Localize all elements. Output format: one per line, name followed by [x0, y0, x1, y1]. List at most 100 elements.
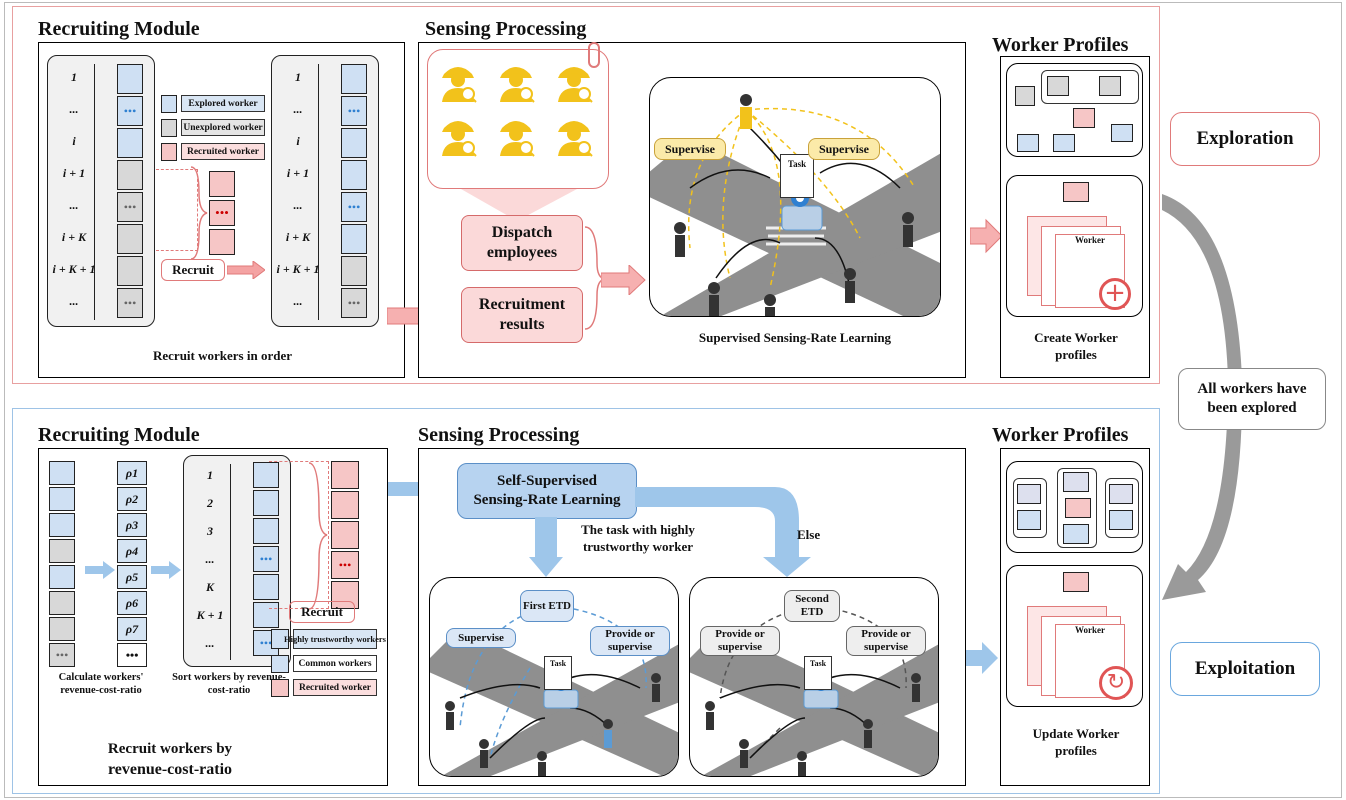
rank-label: ... — [69, 102, 79, 116]
unexplored-legend-icon — [161, 119, 177, 137]
worker-cell — [49, 617, 75, 641]
worker-cell — [341, 224, 367, 254]
bottom-recruiting-caption-2: revenue-cost-ratio — [107, 761, 233, 778]
common-legend-icon — [271, 655, 289, 673]
worker-cell — [253, 602, 279, 628]
self-supervised-learning: Self-Supervised Sensing-Rate Learning — [457, 463, 637, 519]
rho-cell: ρ6 — [117, 591, 147, 615]
legend-unexplored: Unexplored worker — [181, 119, 265, 136]
top-recruiting-panel: 1... i i + 1... i + K i + K + 1... ••• ••• •••… — [38, 42, 405, 378]
rank-label: i — [296, 134, 300, 148]
rank-label: ... — [293, 102, 303, 116]
provide-or-supervise-1: Provide or supervise — [590, 626, 670, 656]
worker-cell: ••• — [49, 643, 75, 667]
task-document-1: Task — [544, 656, 572, 690]
bottom-profiles-title: Worker Profiles — [992, 424, 1129, 446]
worker-cell — [331, 461, 359, 489]
rank-label: 1 — [71, 70, 77, 84]
rank-label: 2 — [207, 496, 213, 510]
bottom-profiles-panel: Worker ↻ Update Worker profiles — [1000, 448, 1150, 786]
rank-label: 1 — [295, 70, 301, 84]
arrow-to-profiles-bottom — [966, 642, 998, 674]
employee-icon — [554, 60, 594, 104]
recruited-legend-icon-bottom — [271, 679, 289, 697]
rho-cell: ρ7 — [117, 617, 147, 641]
worker-cell — [49, 539, 75, 563]
rank-label: ... — [205, 552, 215, 566]
rank-label: 1 — [207, 468, 213, 482]
rho-cell: ρ3 — [117, 513, 147, 537]
rho-cell: ρ5 — [117, 565, 147, 589]
supervised-scene: Task Supervise Supervise — [649, 77, 941, 317]
worker-cell — [253, 462, 279, 488]
paperclip-icon — [588, 42, 600, 68]
second-etd-scene: Task Second ETD Provide or supervise Pro… — [689, 577, 939, 777]
worker-cell — [341, 160, 367, 190]
employees-group — [427, 42, 609, 189]
rank-label: ... — [293, 294, 303, 308]
worker-cell — [49, 565, 75, 589]
employee-icon — [496, 114, 536, 158]
dispatch-employees: Dispatch employees — [461, 215, 583, 271]
top-profiles-title: Worker Profiles — [992, 34, 1129, 56]
legend-recruited-bottom: Recruited worker — [293, 679, 377, 696]
supervise-bottom: Supervise — [446, 628, 516, 648]
supervise-left: Supervise — [654, 138, 726, 160]
worker-cell — [49, 461, 75, 485]
explored-legend-icon — [161, 95, 177, 113]
supervise-right: Supervise — [808, 138, 880, 160]
rank-label: ... — [293, 198, 303, 212]
worker-cell — [331, 521, 359, 549]
worker-cell — [117, 160, 143, 190]
recruit-tag: Recruit — [161, 259, 225, 281]
legend-trustworthy: Highly trustworthy workers — [284, 629, 386, 649]
calc-caption: Calculate workers' revenue-cost-ratio — [58, 672, 144, 696]
second-etd: Second ETD — [784, 590, 840, 622]
worker-cell — [117, 128, 143, 158]
rank-label: i — [72, 134, 76, 148]
worker-cell — [117, 256, 143, 286]
bottom-sensing-panel: Self-Supervised Sensing-Rate Learning Th… — [418, 448, 966, 786]
worker-cell: ••• — [341, 192, 367, 222]
rho-cell: ••• — [117, 643, 147, 667]
sort-caption: Sort workers by revenue-cost-ratio — [172, 672, 286, 696]
employee-icon — [438, 60, 478, 104]
bottom-recruiting-title: Recruiting Module — [38, 424, 200, 446]
top-profiles-panel: Worker + Create Worker profiles — [1000, 56, 1150, 378]
rho-cell: ρ1 — [117, 461, 147, 485]
rank-label: i + 1 — [286, 166, 310, 180]
rho-cell: ρ2 — [117, 487, 147, 511]
worker-cell — [49, 513, 75, 537]
worker-card-stack: Worker + — [1006, 175, 1143, 317]
recruitment-results: Recruitment results — [461, 287, 583, 343]
top-recruiting-caption: Recruit workers in order — [153, 348, 292, 363]
update-folders-group — [1006, 461, 1143, 553]
update-card-stack: Worker ↻ — [1006, 565, 1143, 707]
worker-cell — [341, 128, 367, 158]
legend-recruited: Recruited worker — [181, 143, 265, 160]
arrow-to-profiles-top — [970, 218, 1003, 254]
refresh-profile-icon: ↻ — [1099, 666, 1133, 700]
rank-label: ... — [69, 294, 79, 308]
trustworthy-legend-icon — [271, 629, 289, 649]
transition-condition: All workers have been explored — [1178, 368, 1326, 430]
worker-cell — [253, 574, 279, 600]
bottom-recruiting-caption-1: Recruit workers by — [107, 741, 233, 757]
rank-label: i + K — [61, 230, 87, 244]
worker-cell — [331, 491, 359, 519]
rank-label: i + K + 1 — [276, 262, 320, 276]
top-profiles-caption: Create Worker profiles — [1034, 330, 1118, 362]
rank-label: i + K + 1 — [52, 262, 96, 276]
top-sensing-title: Sensing Processing — [425, 18, 587, 40]
branch-trustworthy: The task with highly trustworthy worker — [581, 522, 695, 554]
top-sensing-caption: Supervised Sensing-Rate Learning — [698, 330, 892, 345]
employee-icon — [438, 114, 478, 158]
top-sensing-panel: Dispatch employees Recruitment results T… — [418, 42, 966, 378]
recruited-worker-2: ••• — [209, 200, 235, 226]
bottom-profiles-caption: Update Worker profiles — [1032, 726, 1120, 758]
worker-cell — [253, 490, 279, 516]
worker-cell: ••• — [117, 96, 143, 126]
branch-else: Else — [797, 527, 821, 542]
worker-cell — [117, 224, 143, 254]
provide-or-supervise-3: Provide or supervise — [846, 626, 926, 656]
